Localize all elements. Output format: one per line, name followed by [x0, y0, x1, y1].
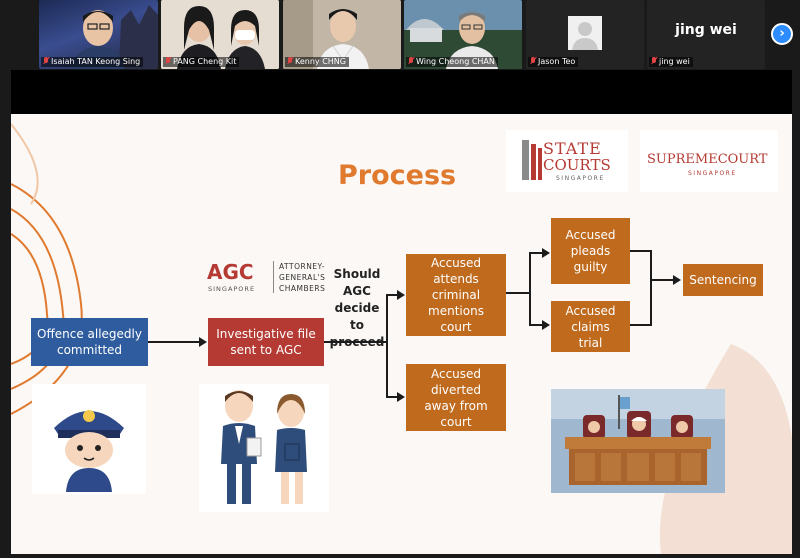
- agc-country: SINGAPORE: [208, 285, 256, 293]
- mic-muted-icon: [408, 57, 414, 65]
- arrow-right-icon: [542, 248, 550, 258]
- decision-label: Should AGC decide to proceed: [330, 267, 385, 349]
- box-offence: Offence allegedly committed: [31, 318, 148, 366]
- connector-line: [630, 250, 652, 252]
- state-line1: STATE: [543, 139, 602, 158]
- supreme-court-logo: SUPREMECOURT SINGAPORE: [640, 130, 778, 192]
- chevron-right-icon: ›: [779, 26, 785, 41]
- lawyers-illustration: [199, 384, 329, 512]
- avatar-placeholder-icon: [568, 16, 602, 50]
- mic-muted-icon: [165, 57, 171, 65]
- box-pleads: Accused pleads guilty: [551, 218, 630, 284]
- arrow-right-icon: [397, 290, 405, 300]
- connector-line: [529, 252, 543, 254]
- next-participants-button[interactable]: ›: [771, 23, 793, 45]
- connector-line: [386, 294, 388, 398]
- participant-name: Kenny CHNG: [285, 57, 349, 67]
- agc-line1: ATTORNEY-: [279, 262, 325, 271]
- box-mentions: Accused attends criminal mentions court: [406, 254, 506, 336]
- shared-screen-letterbox: [11, 70, 792, 114]
- arrow-right-icon: [199, 337, 207, 347]
- police-officer-illustration: [32, 384, 146, 494]
- agc-divider: [273, 261, 274, 293]
- connector-line: [529, 252, 531, 326]
- participant-name: Isaiah TAN Keong Sing: [41, 57, 144, 67]
- connector-line: [324, 341, 388, 343]
- mic-muted-icon: [530, 57, 536, 65]
- box-investigative: Investigative file sent to AGC: [208, 318, 324, 366]
- arrow-right-icon: [397, 392, 405, 402]
- connector-line: [529, 324, 543, 326]
- box-sentencing: Sentencing: [683, 264, 763, 296]
- slide-title: Process: [338, 160, 457, 191]
- participant-tile-pang[interactable]: PANG Cheng Kit: [161, 0, 279, 69]
- arrow-right-icon: [673, 275, 681, 285]
- supreme-name: SUPREMECOURT: [647, 152, 768, 167]
- state-line2: COURTS: [543, 156, 611, 174]
- box-claims: Accused claims trial: [551, 301, 630, 352]
- participant-display-name: jing wei: [675, 22, 737, 38]
- connector-line: [650, 279, 674, 281]
- connector-line: [506, 292, 530, 294]
- agc-line3: CHAMBERS: [279, 284, 326, 293]
- supreme-country: SINGAPORE: [688, 170, 737, 177]
- agc-abbr: AGC: [207, 260, 254, 284]
- arrow-right-icon: [542, 320, 550, 330]
- state-courts-emblem: [522, 140, 542, 180]
- connector-line: [650, 250, 652, 326]
- participant-name: Jason Teo: [528, 57, 579, 67]
- participant-tile-jason[interactable]: Jason Teo: [526, 0, 644, 69]
- connector-line: [148, 341, 200, 343]
- participant-tile-jingwei[interactable]: jing wei jing wei: [647, 0, 765, 69]
- participant-name: jing wei: [649, 57, 693, 67]
- mic-muted-icon: [43, 57, 49, 65]
- state-country: SINGAPORE: [556, 175, 605, 182]
- connector-line: [386, 294, 398, 296]
- participant-name: Wing Cheong CHAN: [406, 57, 498, 67]
- participant-tile-kenny[interactable]: Kenny CHNG: [283, 0, 401, 69]
- connector-line: [386, 396, 398, 398]
- participant-tile-isaiah[interactable]: Isaiah TAN Keong Sing: [39, 0, 158, 69]
- mic-muted-icon: [287, 57, 293, 65]
- courtroom-illustration: [551, 389, 725, 493]
- participant-video: [404, 0, 522, 69]
- agc-line2: GENERAL'S: [279, 273, 326, 282]
- participant-tile-wing[interactable]: Wing Cheong CHAN: [404, 0, 522, 69]
- state-courts-logo: STATE COURTS SINGAPORE: [506, 130, 628, 192]
- agc-logo: AGC SINGAPORE ATTORNEY- GENERAL'S CHAMBE…: [207, 258, 329, 298]
- box-diverted: Accused diverted away from court: [406, 364, 506, 431]
- mic-muted-icon: [651, 57, 657, 65]
- connector-line: [630, 324, 652, 326]
- participant-name: PANG Cheng Kit: [163, 57, 240, 67]
